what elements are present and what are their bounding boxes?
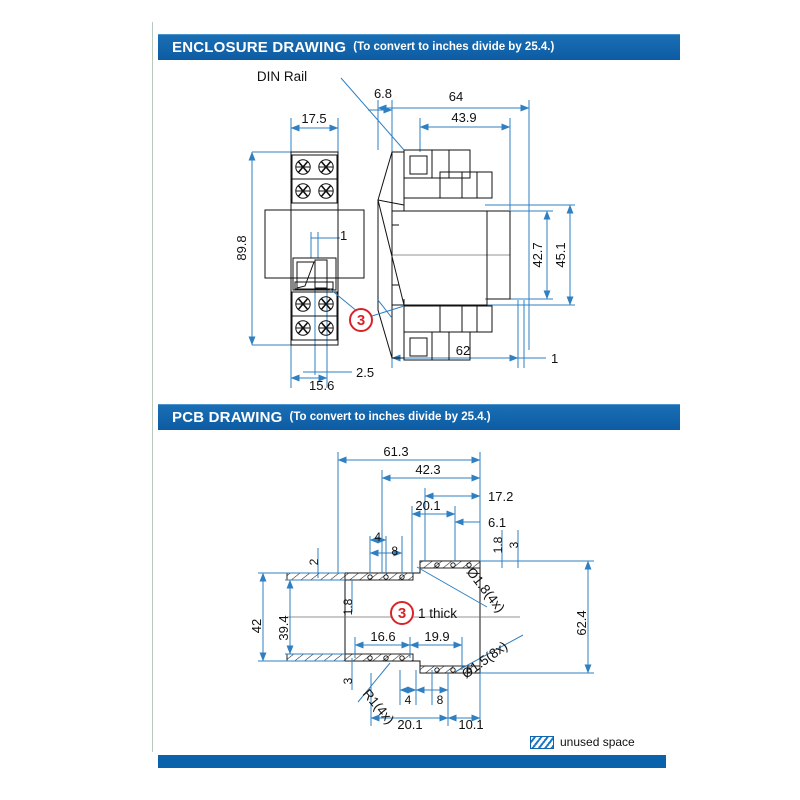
enclosure-front-view bbox=[264, 151, 365, 346]
dim-62: 62 bbox=[456, 343, 470, 358]
dim-62-4: 62.4 bbox=[574, 610, 589, 635]
enclosure-leader-lines bbox=[329, 77, 405, 319]
enclosure-dimension-lines bbox=[248, 100, 575, 388]
dim-15-6: 15.6 bbox=[309, 378, 334, 393]
dim-17-5: 17.5 bbox=[301, 111, 326, 126]
dim-39-4: 39.4 bbox=[276, 615, 291, 640]
dim-1-8-left: 1.8 bbox=[341, 598, 355, 615]
pcb-unused-strip-upper-left bbox=[286, 572, 346, 581]
dim-2-left: 2 bbox=[307, 558, 321, 565]
pcb-unused-strip-lower-left bbox=[286, 653, 346, 662]
dim-1-8-right: 1.8 bbox=[491, 536, 505, 553]
label-dia-1-8: Ø1.8(4x) bbox=[464, 565, 508, 616]
dim-17-2: 17.2 bbox=[488, 489, 513, 504]
section-header-enclosure: ENCLOSURE DRAWING (To convert to inches … bbox=[158, 34, 680, 60]
dim-20-1-top: 20.1 bbox=[415, 498, 440, 513]
label-din-rail: DIN Rail bbox=[257, 69, 307, 84]
pcb-callout-3-text: 3 bbox=[398, 605, 406, 622]
dim-42-3: 42.3 bbox=[415, 462, 440, 477]
dim-64: 64 bbox=[449, 89, 463, 104]
dim-6-8: 6.8 bbox=[374, 86, 392, 101]
pcb-unused-strip-lower-mid bbox=[344, 653, 414, 662]
legend-hatch-swatch bbox=[530, 735, 554, 749]
dim-4-top: 4 bbox=[374, 530, 381, 544]
legend-unused-space: unused space bbox=[530, 735, 635, 749]
dim-61-3: 61.3 bbox=[383, 444, 408, 459]
section-subtitle-pcb: (To convert to inches divide by 25.4.) bbox=[289, 411, 491, 423]
pcb-unused-strip-lower-right bbox=[419, 665, 481, 674]
dim-4-bottom: 4 bbox=[405, 693, 412, 707]
pcb-callout-3: 3 bbox=[390, 601, 414, 625]
section-header-pcb: PCB DRAWING (To convert to inches divide… bbox=[158, 404, 680, 430]
enclosure-side-view bbox=[377, 149, 511, 361]
dim-89-8: 89.8 bbox=[234, 235, 249, 260]
pcb-unused-strip-upper-right bbox=[419, 560, 481, 569]
enclosure-callout-leader bbox=[371, 305, 405, 317]
dim-8-top: 8 bbox=[391, 544, 398, 558]
dim-19-9: 19.9 bbox=[424, 629, 449, 644]
dim-16-6: 16.6 bbox=[370, 629, 395, 644]
pcb-unused-strip-upper-mid bbox=[344, 572, 414, 581]
dim-10-1: 10.1 bbox=[458, 717, 483, 732]
dim-43-9: 43.9 bbox=[451, 110, 476, 125]
footer-bar bbox=[158, 755, 666, 768]
dim-6-1: 6.1 bbox=[488, 515, 506, 530]
dim-8-bottom: 8 bbox=[437, 693, 444, 707]
section-title-pcb: PCB DRAWING bbox=[172, 408, 283, 426]
dim-2-5: 2.5 bbox=[356, 365, 374, 380]
dim-3-right: 3 bbox=[507, 541, 521, 548]
enclosure-callout-3: 3 bbox=[349, 308, 373, 332]
dim-3-bottom-left: 3 bbox=[341, 677, 355, 684]
dim-45-1: 45.1 bbox=[553, 242, 568, 267]
label-1-thick: 1 thick bbox=[418, 606, 457, 621]
dim-42-7: 42.7 bbox=[530, 242, 545, 267]
section-subtitle-enclosure: (To convert to inches divide by 25.4.) bbox=[353, 41, 555, 53]
legend-label: unused space bbox=[560, 735, 635, 749]
pcb-holes bbox=[367, 562, 472, 673]
left-margin-rule bbox=[152, 22, 153, 752]
dim-20-1-bottom: 20.1 bbox=[397, 717, 422, 732]
dim-1-right: 1 bbox=[551, 351, 558, 366]
pcb-dimension-lines bbox=[258, 452, 594, 726]
label-r1: R1(4x) bbox=[360, 686, 398, 727]
label-dia-1-5: Ø1.5(8x) bbox=[459, 638, 510, 681]
dim-1-top: 1 bbox=[340, 228, 347, 243]
enclosure-callout-3-text: 3 bbox=[357, 312, 365, 329]
dim-42: 42 bbox=[249, 619, 264, 633]
section-title-enclosure: ENCLOSURE DRAWING bbox=[172, 38, 347, 56]
